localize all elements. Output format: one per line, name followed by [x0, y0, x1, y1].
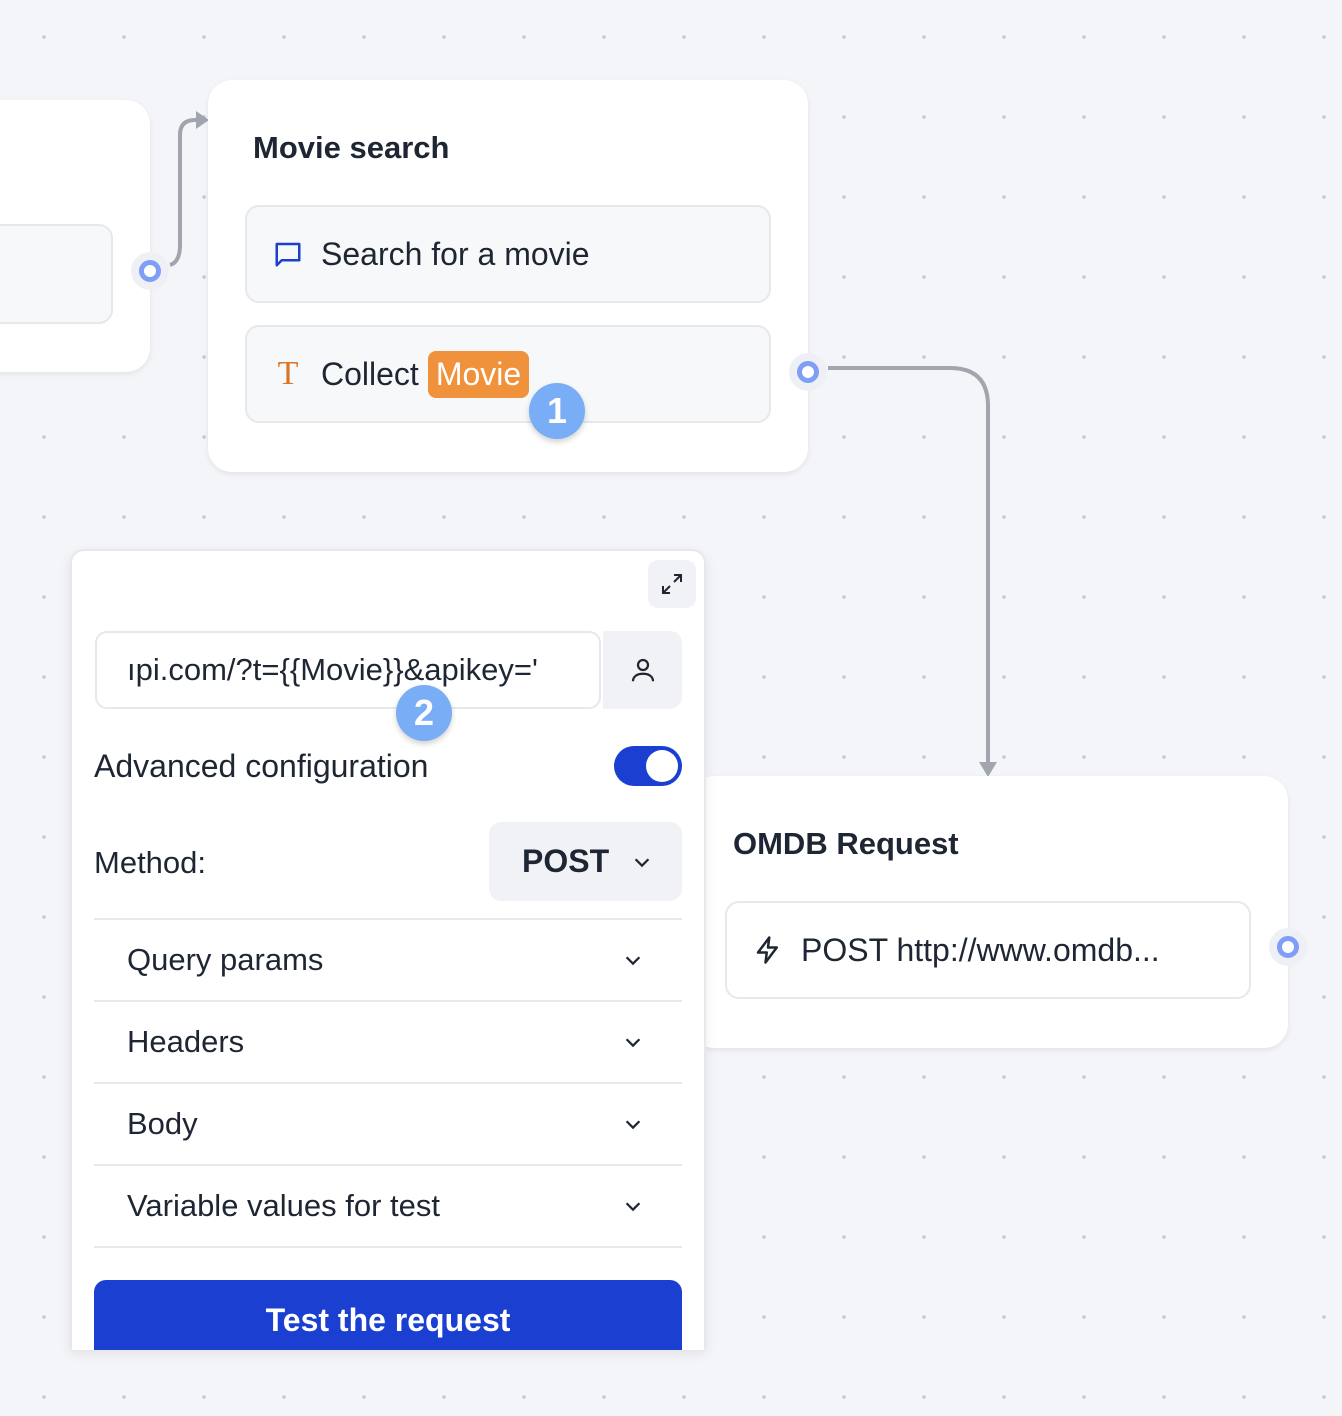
chevron-down-icon — [625, 1038, 641, 1048]
method-value: POST — [522, 843, 610, 879]
block-label: POST http://www.omdb... — [801, 931, 1160, 968]
output-port[interactable] — [1269, 928, 1307, 966]
chevron-down-icon — [634, 857, 650, 867]
previous-node[interactable] — [0, 100, 150, 372]
user-icon — [631, 658, 654, 682]
chevron-down-icon — [625, 956, 641, 966]
node-title: Movie search — [253, 130, 450, 165]
block-text-bubble[interactable]: Search for a movie — [245, 205, 771, 303]
test-request-button[interactable]: Test the request — [94, 1280, 682, 1350]
text-input-icon: T — [277, 355, 299, 392]
accordion-variable-values[interactable]: Variable values for test — [94, 1166, 682, 1248]
output-port[interactable] — [789, 353, 827, 391]
expand-icon — [662, 574, 682, 594]
advanced-config-label: Advanced configuration — [94, 748, 429, 784]
edge-to-omdb — [828, 366, 990, 762]
variables-button[interactable] — [603, 631, 682, 709]
edge-arrow — [979, 762, 997, 777]
block-label: Search for a movie — [321, 235, 590, 272]
accordion-label: Variable values for test — [127, 1188, 441, 1223]
accordion-label: Body — [127, 1106, 198, 1141]
method-label: Method: — [94, 845, 207, 880]
chat-bubble-icon — [275, 242, 301, 267]
expand-button[interactable] — [648, 560, 696, 608]
accordion-headers[interactable]: Headers — [94, 1002, 682, 1084]
accordion-body[interactable]: Body — [94, 1084, 682, 1166]
movie-search-node[interactable]: Movie search Search for a movie T Collec… — [208, 80, 808, 472]
advanced-config-toggle[interactable] — [614, 746, 682, 786]
node-title: OMDB Request — [733, 826, 959, 861]
edge-to-movie-search — [169, 118, 200, 267]
step-badge: 2 — [396, 685, 452, 741]
accordion-label: Headers — [127, 1024, 245, 1059]
lightning-icon — [756, 936, 778, 964]
chevron-down-icon — [625, 1120, 641, 1130]
chevron-down-icon — [625, 1202, 641, 1212]
toggle-knob — [646, 750, 678, 782]
previous-node-item[interactable] — [0, 224, 113, 324]
variable-tag: Movie — [427, 350, 530, 398]
block-webhook[interactable]: POST http://www.omdb... — [725, 901, 1251, 999]
accordion-label: Query params — [127, 942, 324, 977]
output-port[interactable] — [131, 252, 169, 290]
divider — [94, 918, 682, 920]
omdb-request-node[interactable]: OMDB Request POST http://www.omdb... — [690, 776, 1288, 1048]
step-badge: 1 — [529, 383, 585, 439]
method-select[interactable]: POST — [489, 822, 682, 901]
url-input[interactable]: ıpi.com/?t={{Movie}}&apikey=' — [95, 631, 601, 709]
block-label: Collect — [321, 355, 419, 392]
accordion-query-params[interactable]: Query params — [94, 920, 682, 1002]
block-text-input[interactable]: T Collect Movie — [245, 325, 771, 423]
edge-arrow — [196, 111, 209, 129]
